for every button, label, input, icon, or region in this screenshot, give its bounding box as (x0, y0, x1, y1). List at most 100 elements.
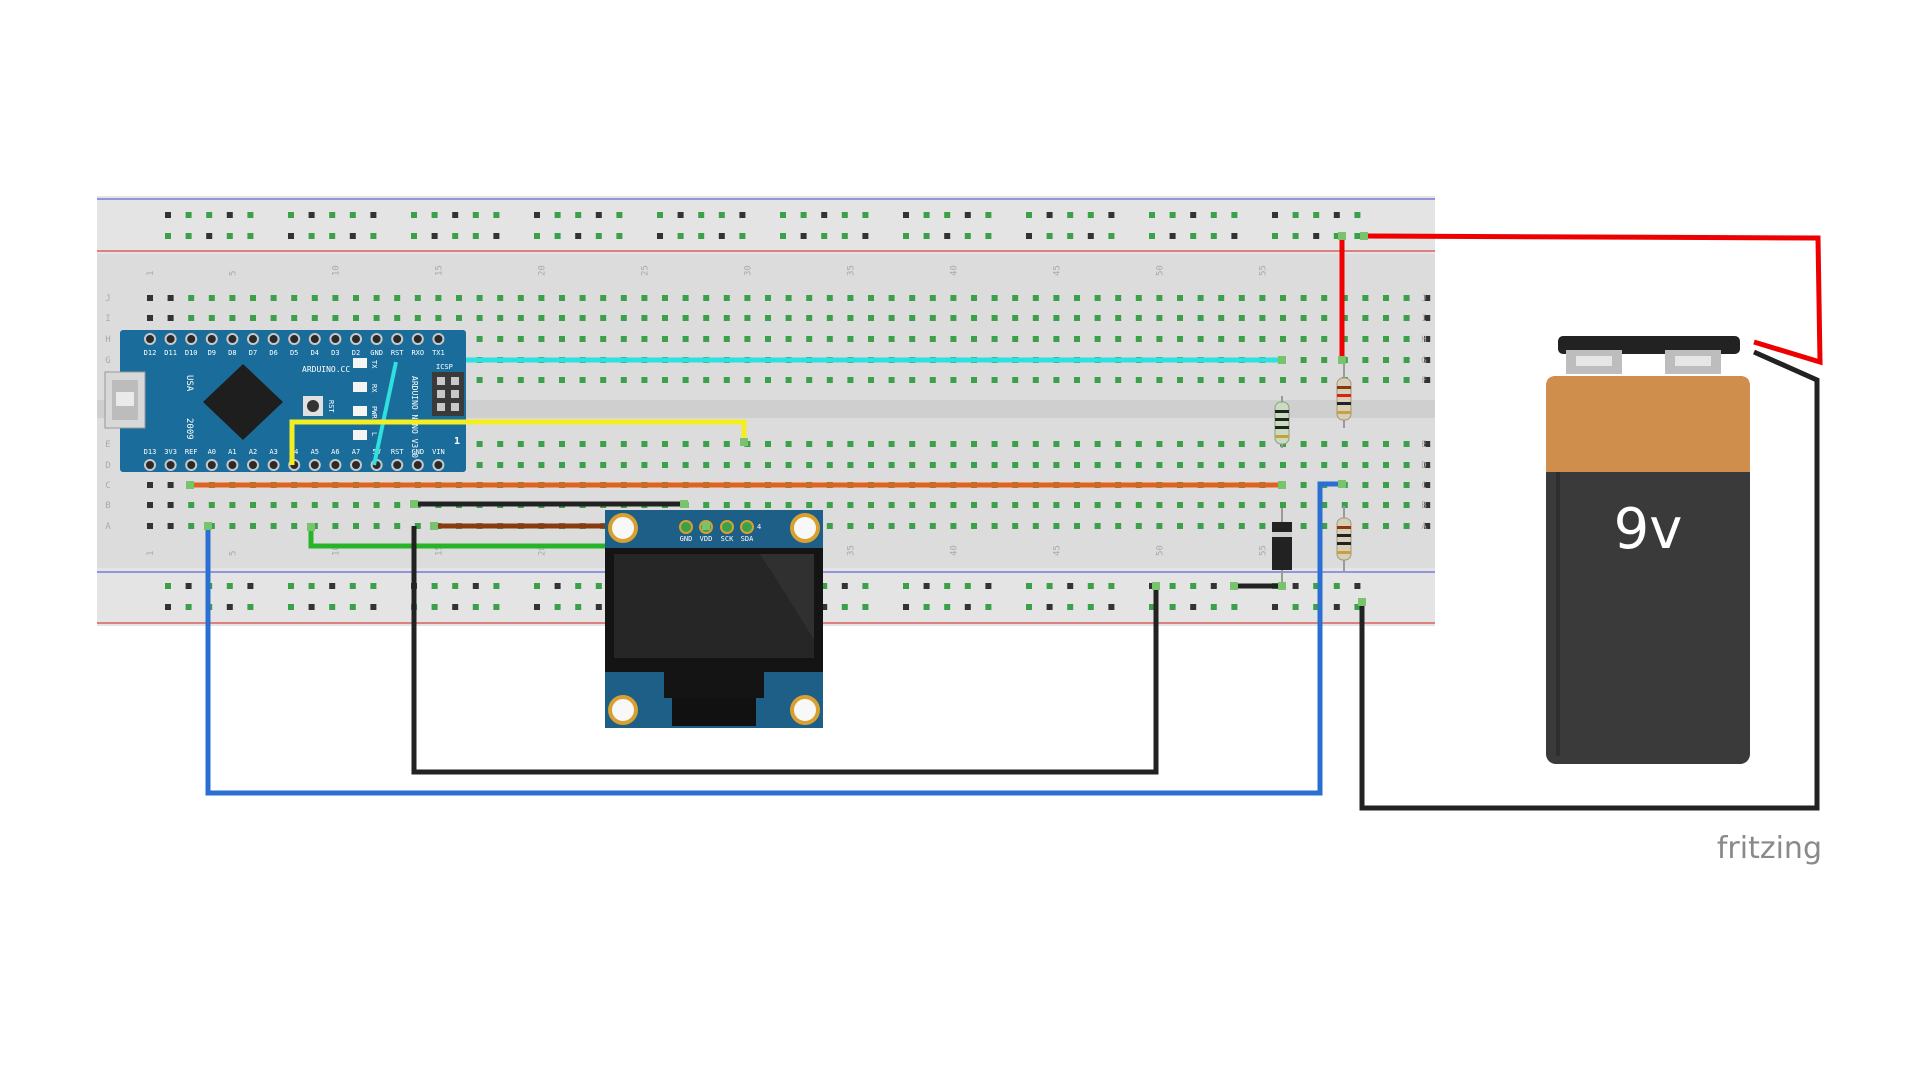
arduino-pin-top[interactable] (411, 333, 424, 345)
red-wire-battery[interactable] (1363, 233, 1823, 366)
arduino-pin-bottom[interactable] (391, 459, 404, 471)
arduino-pin-top[interactable] (185, 333, 198, 345)
rail-hole (944, 604, 951, 610)
breadboard-hole (208, 315, 215, 321)
wire-end-node (702, 522, 710, 530)
yellow-wire[interactable] (289, 419, 747, 465)
arduino-pin-top[interactable] (432, 333, 445, 345)
oled-pin[interactable] (740, 520, 754, 534)
breadboard-hole (723, 377, 730, 383)
arduino-pin-top[interactable] (164, 333, 177, 345)
rail-hole (862, 604, 869, 610)
breadboard-hole (1094, 315, 1101, 321)
breadboard-hole (1424, 377, 1431, 383)
breadboard-hole (1362, 482, 1369, 488)
breadboard-hole (1156, 295, 1163, 301)
column-number-bottom: 35 (846, 545, 856, 556)
breadboard-hole (1341, 295, 1348, 301)
breadboard-hole (929, 523, 936, 529)
arduino-pin-top[interactable] (391, 333, 404, 345)
arduino-pin-bottom[interactable] (247, 459, 259, 471)
breadboard-hole (1403, 462, 1410, 468)
arduino-pin-bottom[interactable] (411, 459, 424, 471)
arduino-pin-top[interactable] (350, 333, 362, 345)
breadboard-hole (868, 315, 874, 321)
arduino-pin-bottom[interactable] (144, 459, 156, 471)
breadboard-hole (1115, 295, 1122, 301)
arduino-pin-bottom[interactable] (185, 459, 198, 471)
breadboard-hole (1135, 441, 1142, 447)
breadboard-hole (888, 295, 895, 301)
breadboard-hole (1135, 295, 1142, 301)
rail-hole (985, 583, 992, 589)
arduino-pin-top[interactable] (370, 333, 383, 345)
arduino-pin-top[interactable] (267, 333, 280, 345)
breadboard-hole (991, 523, 998, 529)
breadboard-hole (868, 462, 874, 468)
arduino-pin-bottom[interactable] (205, 459, 218, 471)
column-number-bottom: 55 (1258, 545, 1268, 556)
rail-hole (493, 233, 500, 239)
rail-hole (1169, 604, 1176, 610)
resistor-right-top[interactable] (1336, 360, 1352, 428)
breadboard-hole (1074, 502, 1080, 508)
arduino-pin-bottom[interactable] (308, 459, 321, 471)
breadboard-hole (806, 462, 813, 468)
arduino-pin-top[interactable] (247, 333, 259, 345)
wire-end-node (204, 522, 212, 530)
arduino-pin-bottom[interactable] (164, 459, 177, 471)
diode[interactable] (1272, 508, 1292, 584)
arduino-pin-top[interactable] (226, 333, 239, 345)
breadboard-hole (1032, 462, 1039, 468)
black-wire-long[interactable] (411, 526, 1159, 775)
breadboard-hole (1012, 315, 1019, 321)
rail-hole (985, 233, 992, 239)
breadboard-hole (1094, 462, 1101, 468)
breadboard-hole (559, 336, 565, 342)
arduino-pin-bottom[interactable] (267, 459, 280, 471)
resistor-right-bottom[interactable] (1336, 506, 1352, 572)
breadboard-hole (559, 295, 565, 301)
arduino-pin-label-top: D7 (249, 349, 257, 357)
blue-wire[interactable] (205, 481, 1342, 796)
arduino-pin-top[interactable] (288, 333, 301, 345)
breadboard-hole (517, 336, 524, 342)
cyan-wire-diagonal[interactable] (372, 361, 398, 466)
arduino-pin-top[interactable] (308, 333, 321, 345)
microcontroller-chip (203, 364, 283, 440)
breadboard-hole (353, 295, 359, 301)
reset-button-cap[interactable] (307, 400, 319, 412)
breadboard-hole (1238, 502, 1245, 508)
arduino-pin-bottom[interactable] (350, 459, 362, 471)
breadboard-hole (1321, 377, 1328, 383)
rail-hole (452, 604, 459, 610)
arduino-pin-top[interactable] (144, 333, 156, 345)
battery-9v[interactable]: 9v (1546, 336, 1750, 764)
breadboard-hole (476, 462, 483, 468)
oled-pin[interactable] (720, 520, 734, 534)
breadboard-hole (1053, 523, 1060, 529)
breadboard-hole (1156, 441, 1163, 447)
arduino-pin-bottom[interactable] (329, 459, 342, 471)
breadboard-hole (538, 377, 545, 383)
resistor-left[interactable] (1274, 396, 1290, 448)
breadboard-hole (909, 336, 916, 342)
breadboard-hole (1135, 523, 1142, 529)
model-label: ARDUINO NANO V3.0 (410, 376, 419, 458)
rail-hole (1292, 604, 1299, 610)
arduino-pin-bottom[interactable] (226, 459, 239, 471)
rail-hole (554, 212, 561, 218)
breadboard-hole (1238, 462, 1245, 468)
row-letter-right: A (1421, 522, 1427, 532)
oled-pin[interactable] (679, 520, 693, 534)
black-wire-battery[interactable] (1359, 349, 1820, 811)
arduino-pin-bottom[interactable] (432, 459, 445, 471)
breadboard-hole (1424, 502, 1431, 508)
breadboard-hole (826, 336, 833, 342)
breadboard-hole (1197, 502, 1204, 508)
arduino-pin-top[interactable] (205, 333, 218, 345)
breadboard-hole (909, 523, 916, 529)
arduino-pin-top[interactable] (329, 333, 342, 345)
